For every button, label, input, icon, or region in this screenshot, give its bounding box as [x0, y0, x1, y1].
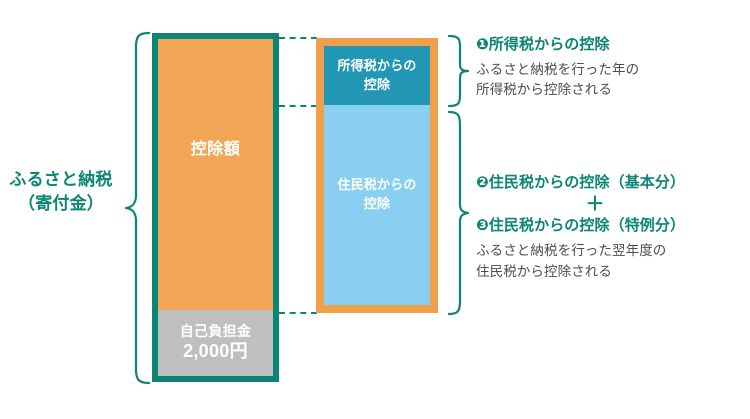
deduction-amount-label: 控除額: [190, 140, 241, 158]
description-1-body-line2: 所得税から控除される: [476, 82, 612, 98]
income-tax-deduction-box: 所得税からの控除: [324, 46, 430, 105]
connector-middle-dashed: [279, 105, 317, 107]
donation-bar: 控除額 自己負担金 2,000円: [152, 33, 279, 382]
connector-bottom-dashed: [279, 312, 317, 314]
resident-tax-deduction-box: 住民税からの控除: [324, 105, 430, 305]
donation-total-label-line1: ふるさと納税: [9, 170, 113, 189]
description-3-heading: ❸住民税からの控除（特例分）: [476, 217, 686, 235]
upper-right-brace-icon: [447, 34, 470, 108]
description-resident-tax: ❷住民税からの控除（基本分） ＋ ❸住民税からの控除（特例分） ふるさと納税を行…: [476, 172, 714, 283]
lower-right-brace-icon: [447, 110, 470, 316]
self-payment-label: 自己負担金: [179, 323, 252, 340]
donation-total-label-line2: （寄付金）: [18, 194, 104, 214]
tax-deduction-column: 所得税からの控除 住民税からの控除: [316, 38, 438, 313]
self-payment-amount: 2,000円: [183, 341, 248, 362]
description-1-heading: ❶所得税からの控除: [476, 36, 610, 53]
donation-total-label: ふるさと納税 （寄付金）: [0, 168, 122, 216]
description-income-tax: ❶所得税からの控除 ふるさと納税を行った年の 所得税から控除される: [476, 34, 639, 101]
description-2-body-line1: ふるさと納税を行った翌年度の: [476, 242, 667, 258]
plus-sign-icon: ＋: [585, 193, 605, 215]
deduction-amount-block: 控除額: [158, 39, 273, 310]
resident-tax-deduction-label: 住民税からの控除: [337, 177, 417, 211]
description-2-body-line2: 住民税から控除される: [476, 263, 612, 279]
self-payment-block: 自己負担金 2,000円: [158, 310, 273, 376]
description-1-body-line1: ふるさと納税を行った年の: [476, 61, 640, 77]
description-2-heading: ❷住民税からの控除（基本分）: [476, 174, 686, 191]
connector-top-dashed: [279, 37, 317, 39]
left-brace-icon: [124, 31, 151, 385]
income-tax-deduction-label: 所得税からの控除: [337, 57, 417, 92]
